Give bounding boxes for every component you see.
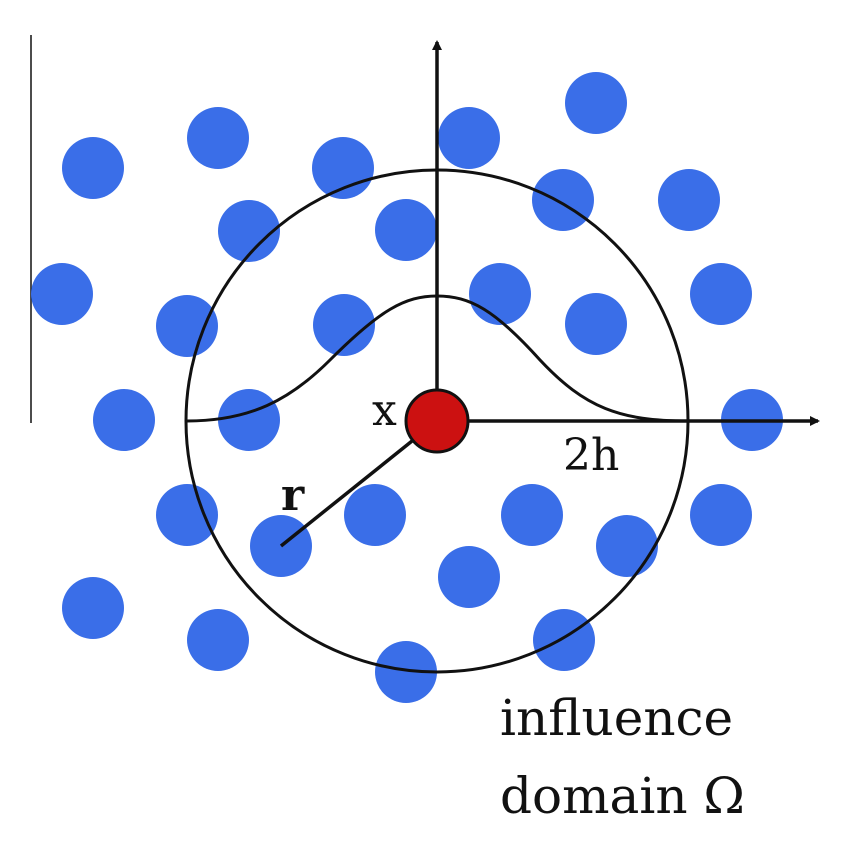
particle — [438, 107, 500, 169]
center-particle — [404, 388, 470, 454]
particle — [438, 546, 500, 608]
particle — [218, 389, 280, 451]
particle — [31, 263, 93, 325]
particle — [501, 484, 563, 546]
particle — [156, 295, 218, 357]
particle — [313, 294, 375, 356]
particle — [187, 609, 249, 671]
particle — [156, 484, 218, 546]
particle — [690, 484, 752, 546]
caption-line-2: domain Ω — [500, 767, 745, 825]
smoothing-length-label: 2h — [563, 430, 619, 481]
particle — [658, 169, 720, 231]
particle — [344, 484, 406, 546]
caption-line-1: influence — [500, 689, 733, 747]
particle — [596, 515, 658, 577]
radius-label: r — [281, 470, 305, 521]
particle — [565, 293, 627, 355]
center-label: x — [372, 385, 397, 436]
particle — [187, 107, 249, 169]
particle — [62, 137, 124, 199]
particle — [375, 641, 437, 703]
particle — [690, 263, 752, 325]
particle — [532, 169, 594, 231]
particle — [533, 609, 595, 671]
particle — [93, 389, 155, 451]
radius-line — [279, 419, 439, 548]
particle — [469, 263, 531, 325]
particle — [375, 199, 437, 261]
particle — [218, 200, 280, 262]
particle — [62, 577, 124, 639]
particle — [565, 72, 627, 134]
neighbor-particles — [31, 72, 783, 703]
